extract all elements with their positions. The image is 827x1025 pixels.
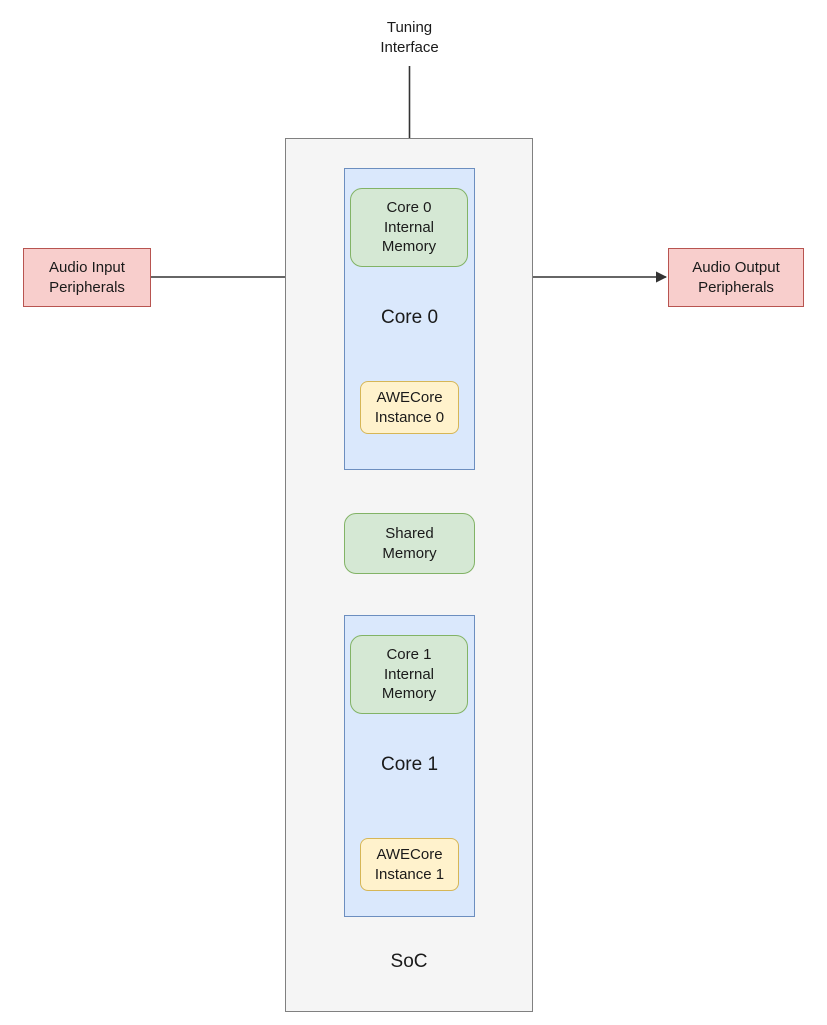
shared-memory-label: Shared Memory	[382, 525, 437, 562]
shared-memory-block: Shared Memory	[344, 513, 475, 574]
awecore-instance-0-block: AWECore Instance 0	[360, 381, 459, 434]
audio-output-peripherals-block: Audio Output Peripherals	[668, 248, 804, 307]
core-1-title: Core 1	[380, 754, 439, 775]
awecore-instance-1-block: AWECore Instance 1	[360, 838, 459, 891]
soc-label: SoC	[390, 951, 428, 973]
audio-output-peripherals-label: Audio Output Peripherals	[692, 259, 780, 296]
tuning-interface-label: Tuning Interface	[380, 19, 439, 57]
audio-input-peripherals-label: Audio Input Peripherals	[49, 259, 125, 296]
core-0-internal-memory-block: Core 0 Internal Memory	[350, 188, 468, 267]
core-1-internal-memory-block: Core 1 Internal Memory	[350, 635, 468, 714]
awecore-instance-0-label: AWECore Instance 0	[374, 389, 445, 426]
core-1-internal-memory-label: Core 1 Internal Memory	[381, 646, 437, 703]
audio-input-peripherals-block: Audio Input Peripherals	[23, 248, 151, 307]
core-0-internal-memory-label: Core 0 Internal Memory	[381, 199, 437, 256]
awecore-instance-1-label: AWECore Instance 1	[374, 846, 445, 883]
core-0-title: Core 0	[380, 307, 439, 328]
